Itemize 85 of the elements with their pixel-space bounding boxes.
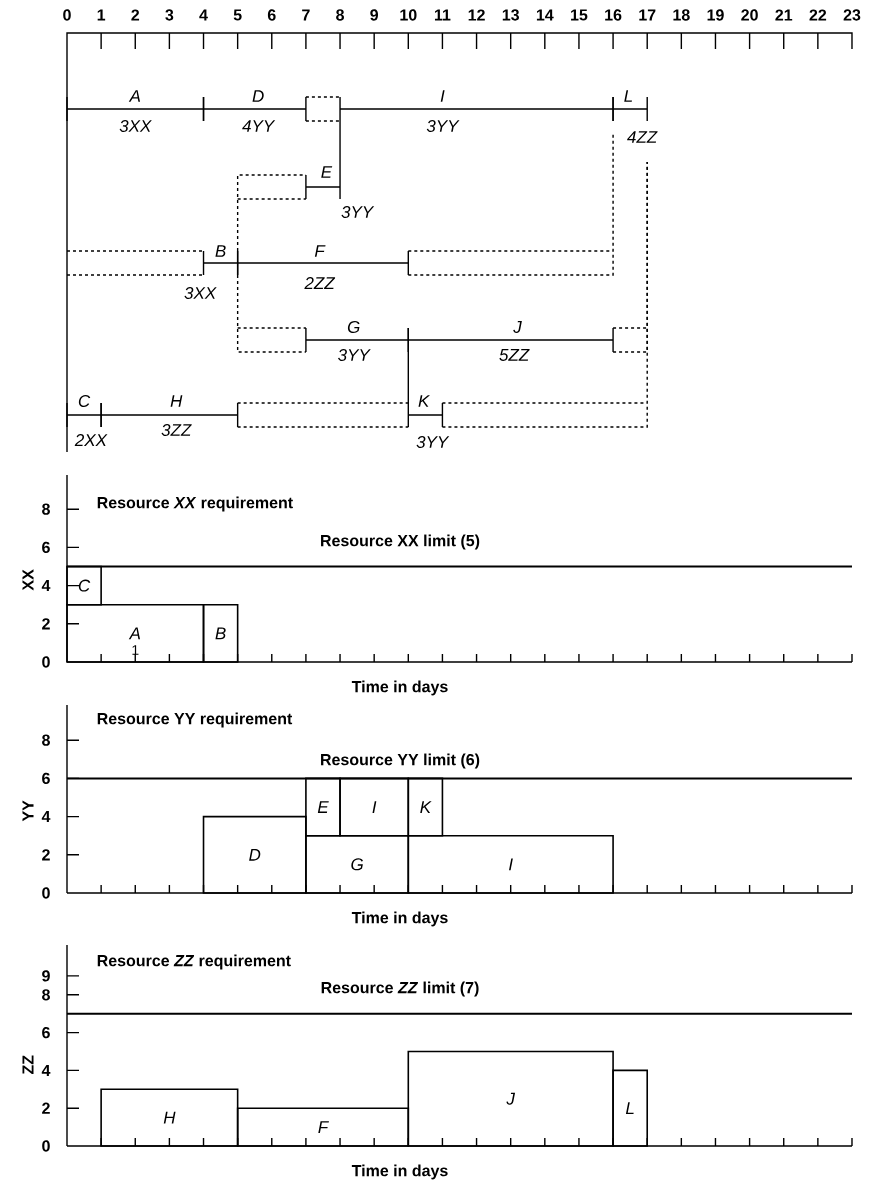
chart-title: Resource XX requirement: [97, 496, 293, 512]
scale-number: 4: [199, 9, 208, 21]
tick-label: 6: [42, 541, 50, 554]
histogram-bar: C: [66, 565, 102, 606]
histogram-bar: L: [612, 1069, 648, 1147]
scale-number: 20: [741, 9, 758, 21]
scale-number: 18: [673, 9, 690, 21]
activity-bar: G 3YY: [305, 320, 409, 361]
scale-number: 19: [707, 9, 724, 21]
axis-label: XX: [22, 569, 34, 591]
tick-label: 8: [42, 989, 50, 1001]
tick-label: 1: [132, 645, 139, 655]
scale-number: 15: [571, 9, 588, 21]
dependency-link: [236, 402, 409, 428]
dependency-link: [236, 274, 307, 353]
histogram-bar: H: [100, 1088, 239, 1147]
activity-bar: J 5ZZ: [407, 321, 614, 361]
scale-number: 9: [370, 9, 378, 21]
dependency-link: [441, 161, 648, 428]
tick-label: 6: [42, 1026, 50, 1039]
scale-number: 22: [809, 9, 827, 21]
scale-number: 11: [435, 9, 451, 21]
limit-label: Resource YY limit (6): [321, 753, 480, 769]
scale-number: 7: [302, 9, 310, 21]
dependency-link: [407, 132, 614, 276]
tick-label: 9: [42, 970, 50, 982]
scale-number: 12: [468, 9, 485, 21]
dependency-link: [407, 351, 409, 404]
dependency-link: [305, 96, 341, 122]
tick-label: 0: [42, 1140, 50, 1152]
activity-bar: B 3XX: [184, 245, 239, 299]
dependency-link: [236, 174, 307, 252]
chart-title: Resource YY requirement: [97, 712, 293, 728]
tick-label: 4: [41, 580, 51, 592]
activity-bar: A 3XX: [66, 90, 205, 132]
tick-label: 8: [42, 503, 50, 515]
histogram-bar: I: [339, 777, 410, 837]
scale-number: 2: [131, 9, 140, 21]
scale-number: 23: [843, 9, 861, 21]
scale-number: 0: [63, 9, 71, 21]
tick-label: 2: [42, 618, 50, 630]
histogram-bar: D: [202, 815, 307, 894]
tick-label: 0: [42, 887, 50, 899]
scale-number: 17: [639, 9, 656, 21]
axis-title: Time in days: [351, 911, 448, 927]
axis-title: Time in days: [351, 1164, 448, 1180]
tick-label: 2: [42, 849, 50, 861]
scale-number: 13: [502, 9, 519, 21]
activity-bar: I 3YY: [339, 90, 614, 132]
histogram-bar: G: [305, 834, 410, 894]
tick-label: 0: [42, 656, 50, 668]
tick-label: 6: [42, 772, 50, 785]
histogram-bar: B: [202, 603, 239, 663]
activity-bar: C 2XX: [66, 394, 108, 446]
axis-label: YY: [22, 800, 34, 822]
dependency-link: [66, 250, 205, 276]
activity-bar: L 4ZZ: [612, 90, 658, 143]
scale-number: 10: [400, 9, 417, 21]
scale-number: 8: [336, 9, 344, 21]
tick-label: 4: [41, 1064, 51, 1076]
axis-label: ZZ: [22, 1055, 34, 1075]
histogram-bar: E: [305, 777, 341, 837]
histogram-bar: F: [236, 1107, 410, 1147]
scale-number: 6: [267, 9, 276, 21]
histogram-bar: K: [407, 777, 444, 837]
tick-label: 8: [42, 734, 50, 746]
activity-bar: K 3YY: [407, 395, 450, 448]
tick-label: 2: [42, 1102, 50, 1114]
histogram-bar: I: [407, 834, 614, 894]
scale-number: 5: [233, 9, 242, 21]
activity-bar: E 3YY: [305, 166, 375, 218]
scale-number: 3: [165, 9, 174, 21]
scale-number: 21: [775, 9, 793, 21]
scale-number: 1: [97, 9, 106, 21]
chart-title: Resource ZZ requirement: [97, 954, 291, 970]
dependency-link: [339, 120, 341, 176]
activity-bar: F 2ZZ: [236, 245, 409, 289]
axis-title: Time in days: [351, 680, 448, 696]
scale-number: 16: [605, 9, 622, 21]
activity-bar: D 4YY: [202, 90, 307, 132]
tick-label: 4: [41, 811, 51, 823]
scale-number: 14: [536, 9, 554, 21]
limit-label: Resource ZZ limit (7): [321, 981, 479, 997]
histogram-bar: J: [407, 1050, 614, 1147]
limit-label: Resource XX limit (5): [321, 534, 480, 550]
